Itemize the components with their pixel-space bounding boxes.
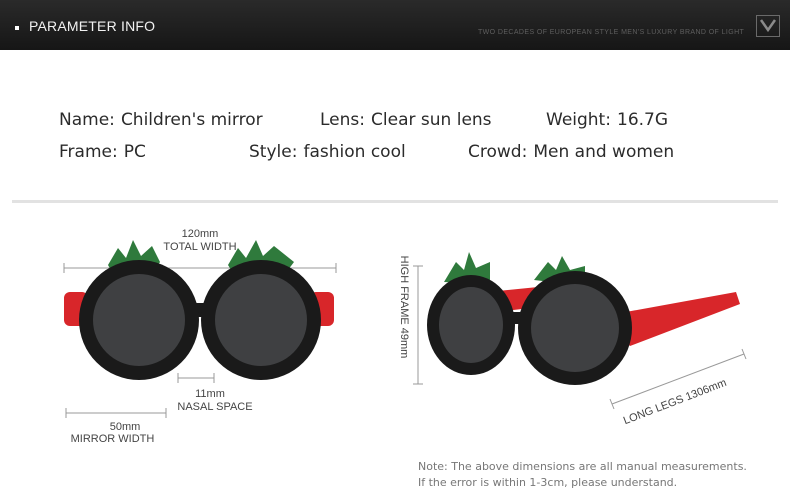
total-width-label: TOTAL WIDTH [163,241,237,253]
header-tagline: TWO DECADES OF EUROPEAN STYLE MEN'S LUXU… [478,29,745,36]
param-crowd-value: Men and women [533,142,675,162]
total-width-value: 120mm [181,228,219,240]
header-bar: PARAMETER INFO TWO DECADES OF EUROPEAN S… [0,0,790,50]
param-name-label: Name: [59,110,115,130]
param-crowd: Crowd: Men and women [468,140,674,162]
param-style-value: fashion cool [303,142,406,162]
side-right-lens [531,284,619,372]
param-lens: Lens: Clear sun lens [320,108,492,130]
param-frame-label: Frame: [59,142,118,162]
mirror-width-value: 50mm [109,421,141,433]
brand-logo-icon [756,15,780,37]
header-title: PARAMETER INFO [29,18,156,34]
param-style: Style: fashion cool [249,140,406,162]
param-crowd-label: Crowd: [468,142,528,162]
param-weight-value: 16.7G [617,110,669,130]
param-name: Name: Children's mirror [59,108,263,130]
param-name-value: Children's mirror [120,110,263,130]
side-right-temple [604,292,740,346]
param-lens-label: Lens: [320,110,365,130]
mirror-width-label: MIRROR WIDTH [70,433,155,445]
param-weight-label: Weight: [546,110,611,130]
header-bullet [15,26,19,30]
param-frame-value: PC [123,142,146,162]
note-line-2: If the error is within 1-3cm, please und… [418,476,678,489]
param-weight: Weight: 16.7G [546,108,668,130]
section-divider [12,200,778,203]
nasal-space-label: NASAL SPACE [177,401,253,413]
note-line-1: Note: The above dimensions are all manua… [418,460,747,473]
param-lens-value: Clear sun lens [371,110,492,130]
high-frame-label: HIGH FRAME 49mm [398,255,410,359]
nasal-space-value: 11mm [195,388,225,400]
param-style-label: Style: [249,142,298,162]
left-lens [93,274,185,366]
side-left-lens [439,287,503,363]
right-lens [215,274,307,366]
param-frame: Frame: PC [59,140,146,162]
